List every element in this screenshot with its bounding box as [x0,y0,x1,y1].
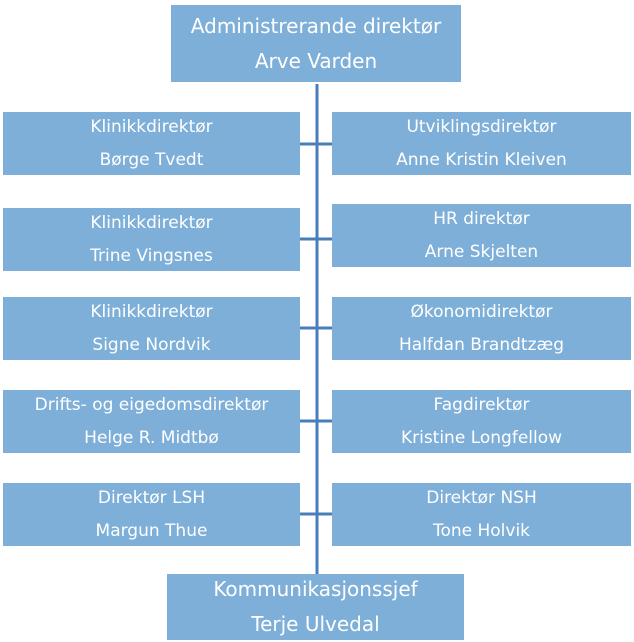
left-box-5-title: Direktør LSH [97,487,206,508]
right-box-1-title: Utviklingsdirektør [406,116,557,137]
left-box-5: Direktør LSH Margun Thue [3,483,300,546]
right-box-3-name: Halfdan Brandtzæg [398,334,564,355]
left-box-4: Drifts- og eigedomsdirektør Helge R. Mid… [3,390,300,453]
left-box-4-name: Helge R. Midtbø [84,427,219,448]
left-box-3-title: Klinikkdirektør [90,301,213,322]
top-box: Administrerande direktør Arve Varden [171,5,461,82]
right-box-5-title: Direktør NSH [426,487,537,508]
left-box-4-title: Drifts- og eigedomsdirektør [34,394,269,415]
left-box-1-name: Børge Tvedt [99,149,204,170]
top-title: Administrerande direktør [190,13,442,38]
right-box-4: Fagdirektør Kristine Longfellow [332,390,631,453]
right-box-2: HR direktør Arne Skjelten [332,204,631,267]
left-box-1-title: Klinikkdirektør [90,116,213,137]
left-box-2-name: Trine Vingsnes [90,245,213,266]
right-box-5: Direktør NSH Tone Holvik [332,483,631,546]
bottom-box: Kommunikasjonssjef Terje Ulvedal [167,574,464,640]
left-box-3-name: Signe Nordvik [92,334,211,355]
right-box-5-name: Tone Holvik [432,520,531,541]
right-box-3-title: Økonomidirektør [410,301,553,322]
right-box-3: Økonomidirektør Halfdan Brandtzæg [332,297,631,360]
right-box-2-name: Arne Skjelten [424,241,539,262]
right-box-1-name: Anne Kristin Kleiven [396,149,567,170]
right-box-2-title: HR direktør [433,208,530,229]
bottom-title: Kommunikasjonssjef [213,577,418,601]
bottom-name: Terje Ulvedal [251,612,380,636]
left-box-2-title: Klinikkdirektør [90,212,213,233]
left-box-1: Klinikkdirektør Børge Tvedt [3,112,300,175]
top-name: Arve Varden [254,48,378,73]
right-box-4-name: Kristine Longfellow [400,427,563,448]
right-box-4-title: Fagdirektør [433,394,530,415]
right-box-1: Utviklingsdirektør Anne Kristin Kleiven [332,112,631,175]
left-box-5-name: Margun Thue [95,520,208,541]
left-box-3: Klinikkdirektør Signe Nordvik [3,297,300,360]
left-box-2: Klinikkdirektør Trine Vingsnes [3,208,300,271]
